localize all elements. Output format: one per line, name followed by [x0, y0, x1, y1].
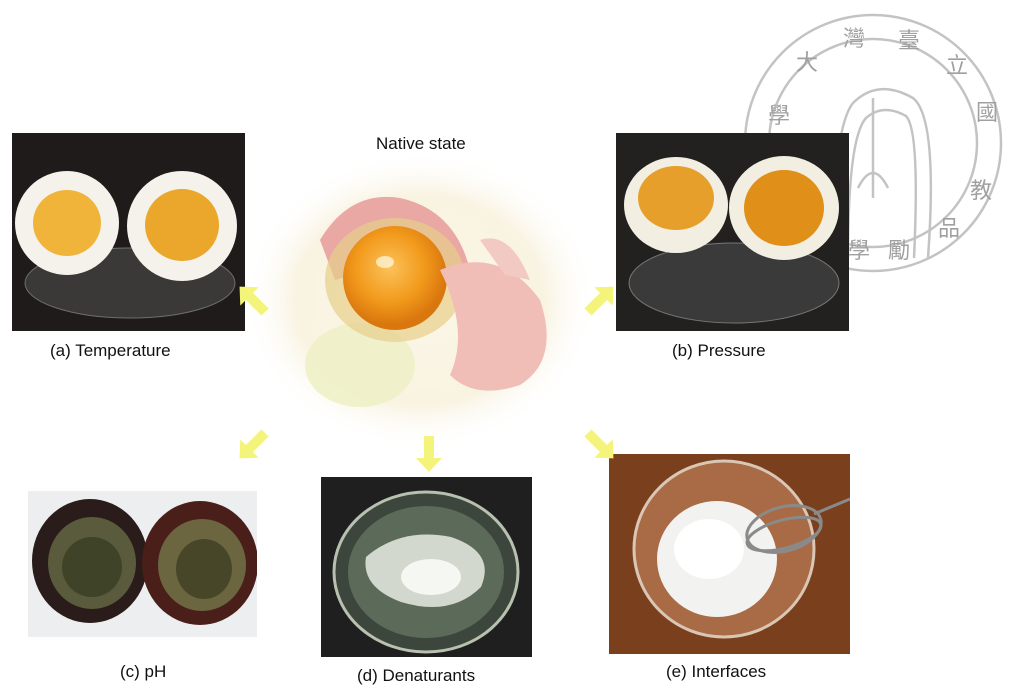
arrow-to-pressure — [575, 275, 625, 325]
svg-text:勵: 勵 — [888, 239, 910, 264]
svg-text:大: 大 — [796, 51, 818, 76]
arrow-to-ph — [228, 420, 278, 470]
svg-text:品: 品 — [938, 217, 960, 242]
svg-text:立: 立 — [946, 54, 968, 79]
svg-text:國: 國 — [976, 101, 998, 126]
panel-a-label: (a) Temperature — [50, 341, 171, 361]
panel-e-label: (e) Interfaces — [666, 662, 766, 682]
interfaces-photo — [609, 454, 850, 654]
panel-d-label: (d) Denaturants — [357, 666, 475, 686]
arrow-to-interfaces — [575, 420, 625, 470]
svg-text:灣: 灣 — [843, 27, 865, 52]
svg-text:學: 學 — [848, 239, 870, 264]
panel-b-label: (b) Pressure — [672, 341, 766, 361]
temperature-photo — [12, 133, 245, 331]
svg-text:學: 學 — [768, 104, 790, 129]
ph-photo — [28, 491, 257, 637]
arrow-to-denaturants — [404, 428, 454, 478]
denaturants-photo — [321, 477, 532, 657]
arrow-to-temperature — [228, 275, 278, 325]
svg-text:臺: 臺 — [898, 29, 920, 54]
pressure-photo — [616, 133, 849, 331]
native-state-egg-photo — [240, 150, 600, 450]
svg-text:教: 教 — [970, 179, 992, 204]
panel-c-label: (c) pH — [120, 662, 166, 682]
